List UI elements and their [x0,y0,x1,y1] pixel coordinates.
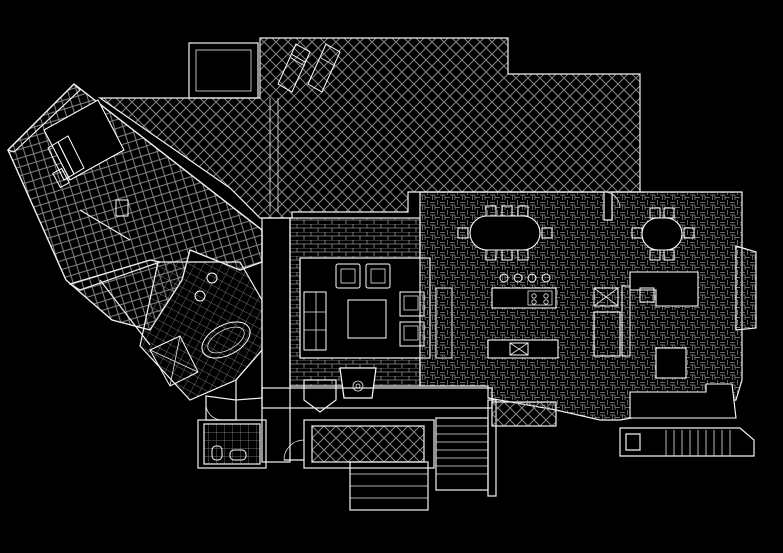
sofa [303,291,327,351]
bar-stool [499,273,509,283]
counter [487,339,559,359]
stair [619,427,755,457]
sink [229,449,247,461]
fridge [593,287,619,307]
fireplace [339,367,377,399]
pool [188,42,259,99]
landing [491,401,557,427]
dining-chairs [457,205,553,261]
entry-hall [261,217,493,469]
bathtub [201,321,251,359]
dining-kitchen [419,191,757,421]
column [303,379,337,413]
master-bedroom-wing [6,83,263,331]
rug [299,257,431,359]
night-stand [115,199,129,217]
dining-table [469,215,541,251]
sun-lounger [277,43,311,93]
living-room [289,217,453,413]
armchair [365,263,391,289]
kitchen-island [491,287,557,309]
sink [509,342,529,356]
entry-stair [349,461,429,511]
toilet [211,445,223,461]
armchair [655,347,687,379]
stair [435,399,497,497]
terrace [98,37,641,219]
dining-table [641,217,683,251]
sun-lounger [307,43,341,93]
guest-bath [197,419,267,469]
sink [194,290,206,302]
armchair [335,263,361,289]
sink [206,272,218,284]
master-bathroom [68,259,263,401]
coffee-table [347,299,387,339]
bed [43,99,125,189]
